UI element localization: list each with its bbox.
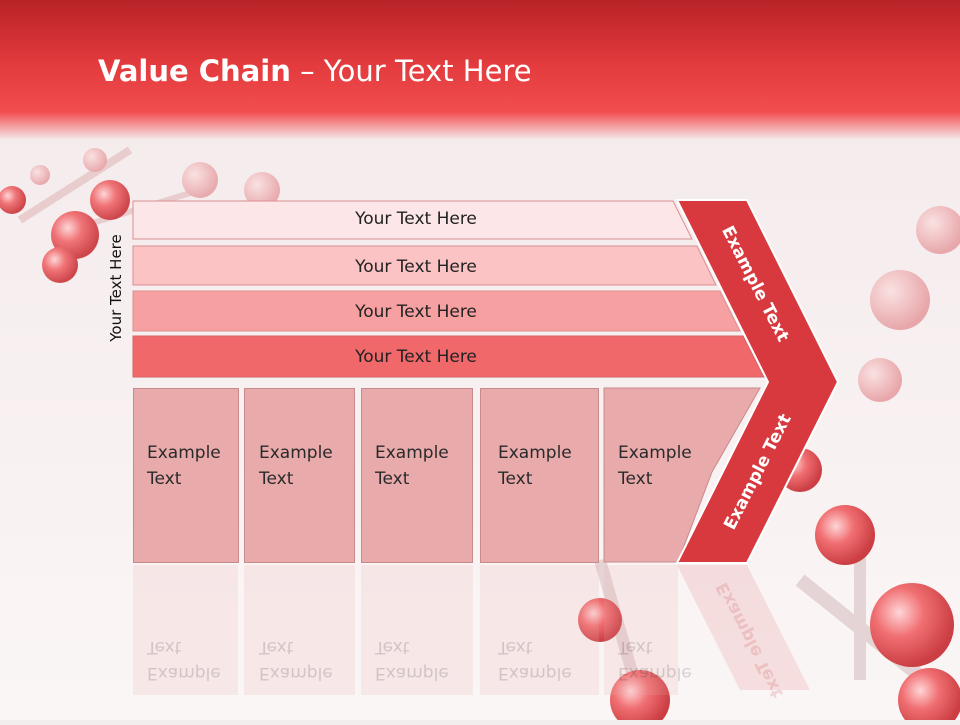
cell-1-reflection-line1: Example xyxy=(147,663,221,683)
cell-4[interactable] xyxy=(480,388,599,563)
cell-3-reflection-text: Example Text xyxy=(375,634,449,686)
header-band xyxy=(0,0,960,140)
cell-5-shape[interactable] xyxy=(603,387,761,563)
cell-1-reflection xyxy=(133,565,238,695)
cell-3-line1: Example xyxy=(375,443,449,463)
cell-4-line2: Text xyxy=(498,469,533,489)
cell-3-line2: Text xyxy=(375,469,410,489)
cell-1-line2: Text xyxy=(147,469,182,489)
cell-4-reflection-line2: Text xyxy=(498,637,533,657)
cell-5-line1: Example xyxy=(618,443,692,463)
cell-4-reflection-line1: Example xyxy=(498,663,572,683)
cell-4-reflection-text: Example Text xyxy=(498,634,572,686)
slide-title: Value Chain – Your Text Here xyxy=(98,54,532,88)
cell-2-line1: Example xyxy=(259,443,333,463)
molecule-decoration-right xyxy=(578,206,960,720)
cell-5-reflection xyxy=(604,565,678,695)
row-bar-3[interactable] xyxy=(132,290,741,332)
cell-1-reflection-text: Example Text xyxy=(147,634,221,686)
row-bar-1[interactable] xyxy=(132,200,693,240)
cell-1[interactable] xyxy=(133,388,239,563)
title-rest: – Your Text Here xyxy=(290,54,532,88)
cell-2-reflection-text: Example Text xyxy=(259,634,333,686)
chevron-arrow[interactable] xyxy=(675,199,840,564)
chevron-reflection xyxy=(677,565,810,690)
row-bar-2[interactable] xyxy=(132,245,717,286)
title-bold: Value Chain xyxy=(98,54,291,88)
cell-2-reflection-line2: Text xyxy=(259,637,294,657)
cell-1-line1: Example xyxy=(147,443,221,463)
cell-5-reflection-text: Example Text xyxy=(618,634,692,686)
row-bar-4[interactable] xyxy=(132,335,765,378)
row-label-1: Your Text Here xyxy=(355,209,477,229)
cell-3-reflection-line1: Example xyxy=(375,663,449,683)
row-label-2: Your Text Here xyxy=(355,257,477,277)
cell-4-line1: Example xyxy=(498,443,572,463)
cell-5-reflection-line2: Text xyxy=(618,637,653,657)
cell-5-reflection-line1: Example xyxy=(618,663,692,683)
cell-1-reflection-line2: Text xyxy=(147,637,182,657)
cell-3-reflection xyxy=(361,565,473,695)
cell-2-reflection xyxy=(244,565,355,695)
cell-4-reflection xyxy=(480,565,599,695)
cell-2-reflection-line1: Example xyxy=(259,663,333,683)
cell-3[interactable] xyxy=(361,388,473,563)
cell-2[interactable] xyxy=(244,388,355,563)
cell-2-line2: Text xyxy=(259,469,294,489)
row-label-4: Your Text Here xyxy=(355,347,477,367)
cell-3-reflection-line2: Text xyxy=(375,637,410,657)
row-label-3: Your Text Here xyxy=(355,302,477,322)
cell-5-line2: Text xyxy=(618,469,653,489)
